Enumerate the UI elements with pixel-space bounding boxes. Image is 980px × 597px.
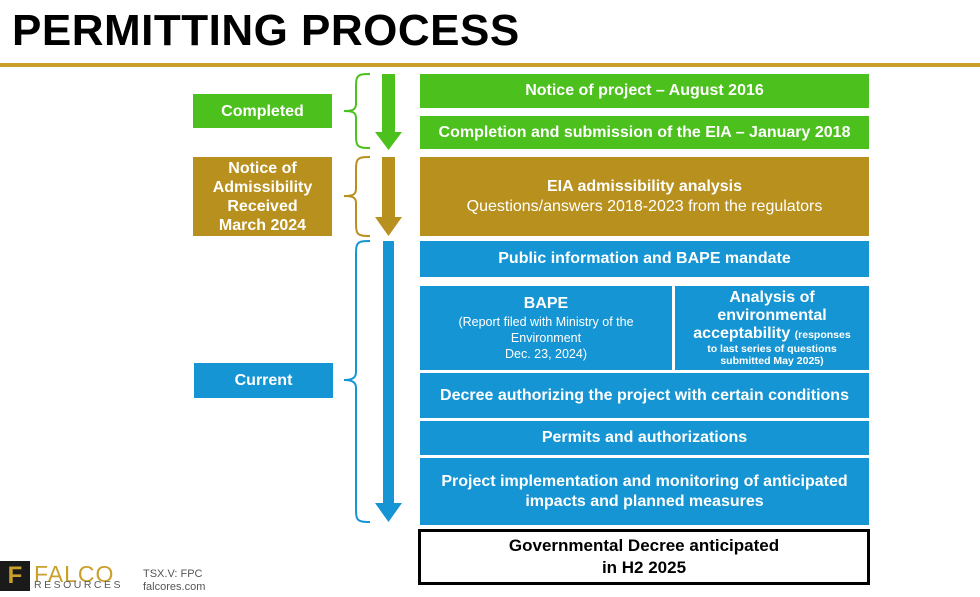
decree-anticipated-box: Governmental Decree anticipated in H2 20… — [418, 529, 870, 585]
step-eia-submission: Completion and submission of the EIA – J… — [420, 116, 869, 149]
step-eia-analysis-sub: Questions/answers 2018-2023 from the reg… — [466, 197, 823, 215]
step-analysis-line2: environmental — [717, 307, 827, 324]
step-environmental-acceptability: Analysis of environmental acceptability … — [675, 286, 869, 370]
brace-current — [343, 240, 371, 523]
decree-line1: Governmental Decree anticipated — [508, 536, 780, 555]
step-implementation-line1: Project implementation and monitoring of… — [441, 472, 848, 490]
step-bape-title: BAPE — [523, 295, 569, 312]
step-notice-of-project: Notice of project – August 2016 — [420, 74, 869, 108]
arrow-notice — [375, 157, 402, 236]
falco-logo-mark: F — [0, 561, 30, 591]
step-analysis-paren2: to last series of questions — [707, 343, 837, 355]
step-implementation: Project implementation and monitoring of… — [420, 458, 869, 525]
step-analysis-paren1: (responses — [794, 329, 851, 341]
stage-current: Current — [194, 363, 333, 398]
arrow-completed — [375, 74, 402, 150]
stage-notice-line4: March 2024 — [218, 216, 307, 234]
stage-notice-line3: Received — [227, 197, 298, 215]
step-bape: BAPE (Report filed with Ministry of the … — [420, 286, 672, 370]
step-decree-authorizing: Decree authorizing the project with cert… — [420, 373, 869, 418]
decree-line2: in H2 2025 — [601, 558, 687, 577]
page-title: PERMITTING PROCESS — [12, 6, 520, 55]
stock-ticker: TSX.V: FPC — [143, 568, 203, 580]
step-permits: Permits and authorizations — [420, 421, 869, 455]
stage-completed: Completed — [193, 94, 332, 128]
step-bape-sub1: (Report filed with Ministry of the — [458, 315, 634, 329]
step-analysis-line1: Analysis of — [729, 289, 815, 306]
step-eia-analysis-title: EIA admissibility analysis — [546, 177, 743, 195]
step-bape-sub2: Environment — [510, 331, 582, 345]
step-analysis-line3: acceptability — [693, 325, 791, 342]
falco-logo-name: FALCO — [34, 561, 115, 587]
title-underline — [0, 63, 980, 67]
step-implementation-line2: impacts and planned measures — [525, 492, 764, 510]
step-bape-sub3: Dec. 23, 2024) — [505, 347, 587, 361]
stage-notice-admissibility: Notice of Admissibility Received March 2… — [193, 157, 332, 236]
stage-notice-line1: Notice of — [228, 159, 297, 177]
step-public-info: Public information and BAPE mandate — [420, 241, 869, 277]
falco-logo-sub: RESOURCES — [34, 579, 124, 591]
falco-logo-letter: F — [7, 562, 23, 589]
arrow-current — [375, 241, 402, 522]
website-link[interactable]: falcores.com — [143, 581, 206, 593]
step-analysis-paren3: submitted May 2025) — [720, 355, 824, 367]
stage-notice-line2: Admissibility — [212, 178, 313, 196]
brace-completed — [343, 73, 371, 149]
step-eia-analysis: EIA admissibility analysis Questions/ans… — [420, 157, 869, 236]
brace-notice — [343, 156, 371, 237]
